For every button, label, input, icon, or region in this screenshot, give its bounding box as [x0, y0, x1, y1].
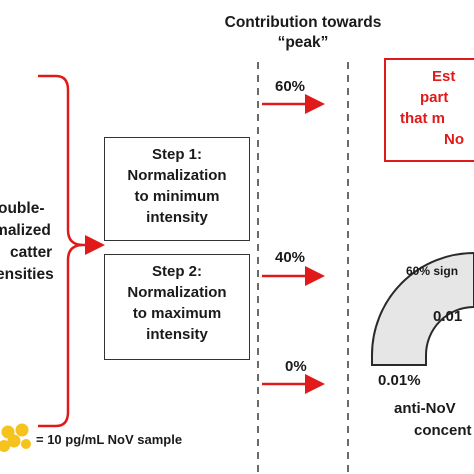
contribution-40: 40% [275, 249, 306, 266]
step1-box: Step 1: Normalization to minimum intensi… [104, 137, 250, 241]
axis-label: anti-NoV concent [394, 398, 472, 442]
step2-title: Step 2: [151, 263, 202, 280]
estimate-line2: part [420, 89, 449, 106]
left-label: ouble- rmalized catter ensities [0, 198, 54, 286]
bead-cluster-icon [0, 423, 31, 452]
gauge-mid-value: 0.01 [433, 308, 463, 325]
left-label-line1: ouble- [0, 200, 45, 217]
contribution-0: 0% [285, 358, 307, 375]
estimate-box: Est part that m No [384, 58, 474, 162]
contribution-60: 60% [275, 78, 306, 95]
signal-gauge [371, 251, 474, 366]
left-label-line3: catter [10, 244, 53, 261]
step1-line3: to minimum [134, 188, 220, 205]
estimate-line1: Est [432, 68, 456, 85]
step2-box: Step 2: Normalization to maximum intensi… [104, 254, 250, 360]
legend-text: = 10 pg/mL NoV sample [36, 432, 183, 447]
left-label-line4: ensities [0, 266, 54, 283]
contribution-header: Contribution towards “peak” [182, 14, 424, 52]
gauge-signal-label: 60% sign [406, 264, 459, 278]
step1-line4: intensity [146, 209, 208, 226]
estimate-line3: that m [400, 110, 445, 127]
axis-label-line1: anti-NoV [394, 400, 456, 417]
gauge-low-value: 0.01% [378, 372, 421, 389]
step2-line3: to maximum [132, 305, 222, 322]
axis-label-line2: concent [414, 422, 472, 439]
step1-title: Step 1: [151, 146, 202, 163]
estimate-line4: No [444, 131, 464, 148]
step1-line2: Normalization [127, 167, 227, 184]
step2-line4: intensity [146, 326, 208, 343]
left-label-line2: rmalized [0, 222, 51, 239]
step2-line2: Normalization [127, 284, 227, 301]
header-line1: Contribution towards [224, 14, 382, 31]
header-line2: “peak” [277, 34, 329, 51]
